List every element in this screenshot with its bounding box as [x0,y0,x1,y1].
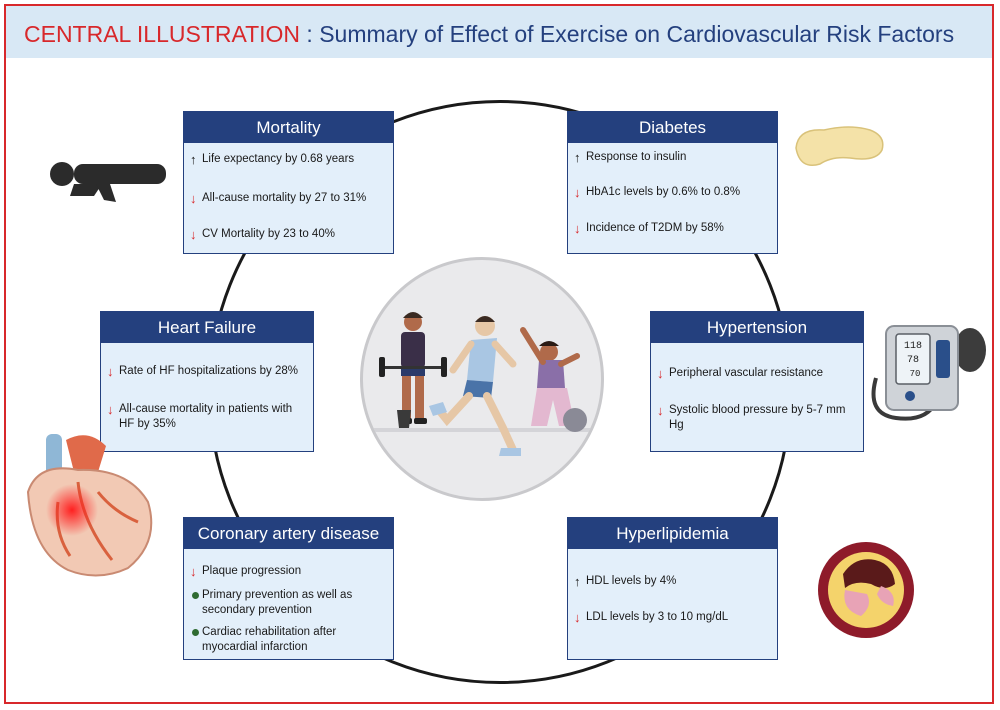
down-arrow-icon: ↓ [657,403,664,418]
card-hypertension: Hypertension ↓Peripheral vascular resist… [650,311,864,452]
list-item: ↑Response to insulin [574,150,687,165]
card-title: Diabetes [568,112,777,143]
list-item: ↑HDL levels by 4% [574,574,677,589]
card-title: Hypertension [651,312,863,343]
list-item: ↓Systolic blood pressure by 5-7 mm Hg [657,403,846,431]
list-item: ↓Rate of HF hospitalizations by 28% [107,364,298,379]
page-title: CENTRAL ILLUSTRATION : Summary of Effect… [24,21,954,48]
list-item: ↓HbA1c levels by 0.6% to 0.8% [574,185,741,200]
down-arrow-icon: ↓ [574,185,581,200]
weightlifter-icon [379,312,447,428]
down-arrow-icon: ↓ [190,191,197,206]
title-prefix: CENTRAL ILLUSTRATION [24,21,301,47]
down-arrow-icon: ↓ [574,221,581,236]
green-dot-icon [192,629,199,636]
list-item: Primary prevention as well as secondary … [190,588,389,618]
card-diabetes: Diabetes ↑Response to insulin ↓HbA1c lev… [567,111,778,254]
page-border [4,4,994,704]
exercise-people-icon [363,312,601,456]
blood-pressure-monitor-icon: 118 78 70 [871,325,986,421]
artery-plaque-icon [818,542,914,638]
card-heart-failure: Heart Failure ↓Rate of HF hospitalizatio… [100,311,314,452]
bp-pulse-value: 70 [910,369,921,379]
down-arrow-icon: ↓ [657,366,664,381]
list-item: ↑Life expectancy by 0.68 years [190,152,355,167]
bp-dia-value: 78 [907,355,919,366]
bp-sys-value: 118 [904,341,922,352]
list-item: ↓Incidence of T2DM by 58% [574,221,724,236]
down-arrow-icon: ↓ [574,610,581,625]
card-hyperlipidemia: Hyperlipidemia ↑HDL levels by 4% ↓LDL le… [567,517,778,660]
up-arrow-icon: ↑ [574,150,581,165]
lying-person-icon [50,162,166,202]
list-item: ↓Peripheral vascular resistance [657,366,824,381]
exercise-illustration [360,257,604,501]
title-text: Summary of Effect of Exercise on Cardiov… [319,21,955,47]
list-item: Cardiac rehabilitation after myocardial … [190,625,389,655]
heart-icon [26,434,153,577]
down-arrow-icon: ↓ [107,364,114,379]
up-arrow-icon: ↑ [574,574,581,589]
down-arrow-icon: ↓ [190,564,197,579]
list-item: ↓All-cause mortality by 27 to 31% [190,191,367,206]
list-item: ↓Plaque progression [190,564,302,579]
card-title: Heart Failure [101,312,313,343]
runner-icon [429,316,521,456]
title-separator: : [300,21,320,47]
pancreas-icon [795,126,884,166]
card-title: Hyperlipidemia [568,518,777,549]
up-arrow-icon: ↑ [190,152,197,167]
down-arrow-icon: ↓ [190,227,197,242]
stretching-woman-icon [520,327,587,432]
header-bar: CENTRAL ILLUSTRATION : Summary of Effect… [6,6,992,58]
card-title: Coronary artery disease [184,518,393,549]
list-item: ↓LDL levels by 3 to 10 mg/dL [574,610,729,625]
list-item: ↓All-cause mortality in patients with HF… [107,402,293,430]
down-arrow-icon: ↓ [107,402,114,417]
card-coronary-artery-disease: Coronary artery disease ↓Plaque progress… [183,517,394,660]
card-mortality: Mortality ↑Life expectancy by 0.68 years… [183,111,394,254]
card-title: Mortality [184,112,393,143]
list-item: ↓CV Mortality by 23 to 40% [190,227,335,242]
green-dot-icon [192,592,199,599]
